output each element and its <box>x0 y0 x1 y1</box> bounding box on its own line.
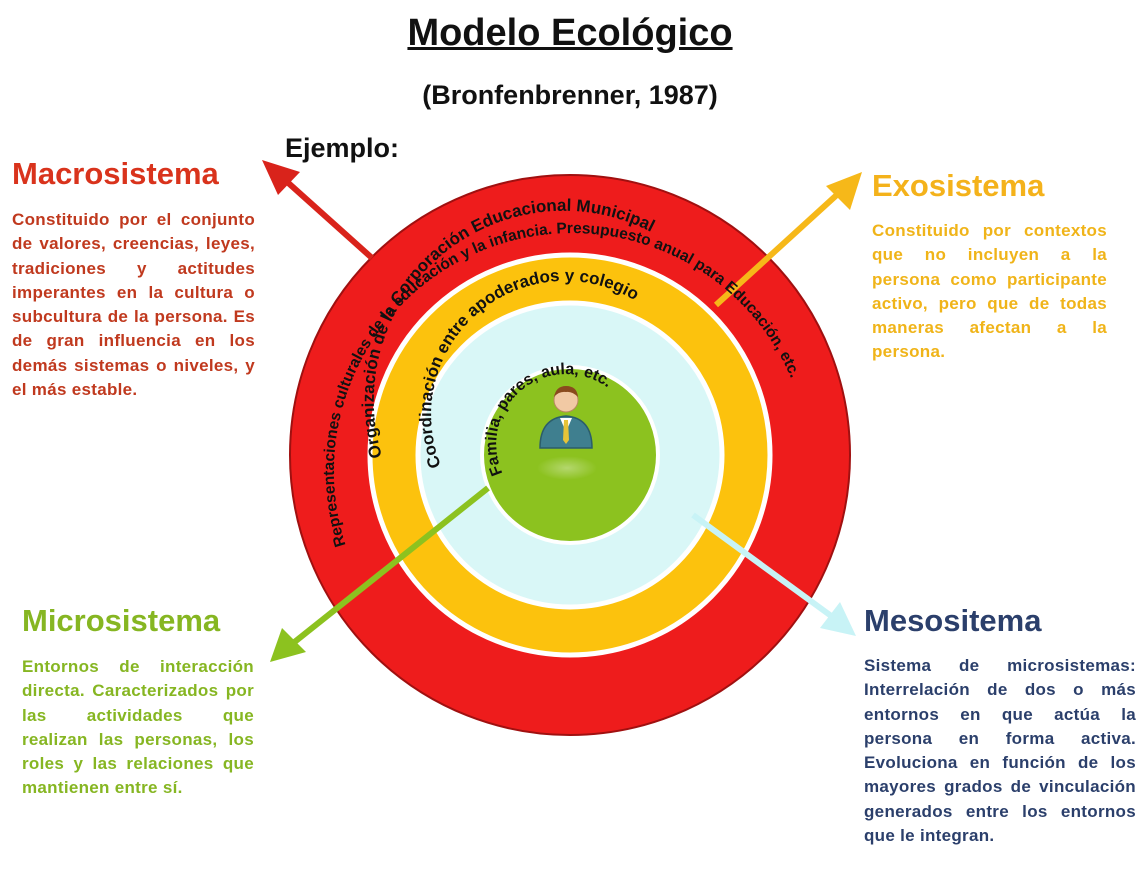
exosistema-description: Constituido por contextos que no incluye… <box>872 221 1107 362</box>
mesosistema-heading: Mesositema <box>864 603 1042 638</box>
macro-arrow <box>262 160 375 261</box>
page-subtitle: (Bronfenbrenner, 1987) <box>422 80 718 110</box>
micro-ring <box>480 365 660 545</box>
macrosistema-description: Constituido por el conjunto de valores, … <box>12 210 255 400</box>
page-title: Modelo Ecológico <box>407 12 733 54</box>
microsistema-description: Entornos de interacción directa. Caracte… <box>22 657 254 798</box>
exo-arrow <box>713 172 862 308</box>
microsistema-heading: Microsistema <box>22 603 221 638</box>
macrosistema-heading: Macrosistema <box>12 156 219 191</box>
exosistema-heading: Exosistema <box>872 168 1045 203</box>
mesosistema-description: Sistema de microsistemas: Interrelación … <box>864 656 1136 846</box>
example-label: Ejemplo: <box>285 133 400 163</box>
person-icon <box>537 386 597 480</box>
micro-arrow <box>270 485 490 662</box>
meso-arrow <box>691 512 856 636</box>
